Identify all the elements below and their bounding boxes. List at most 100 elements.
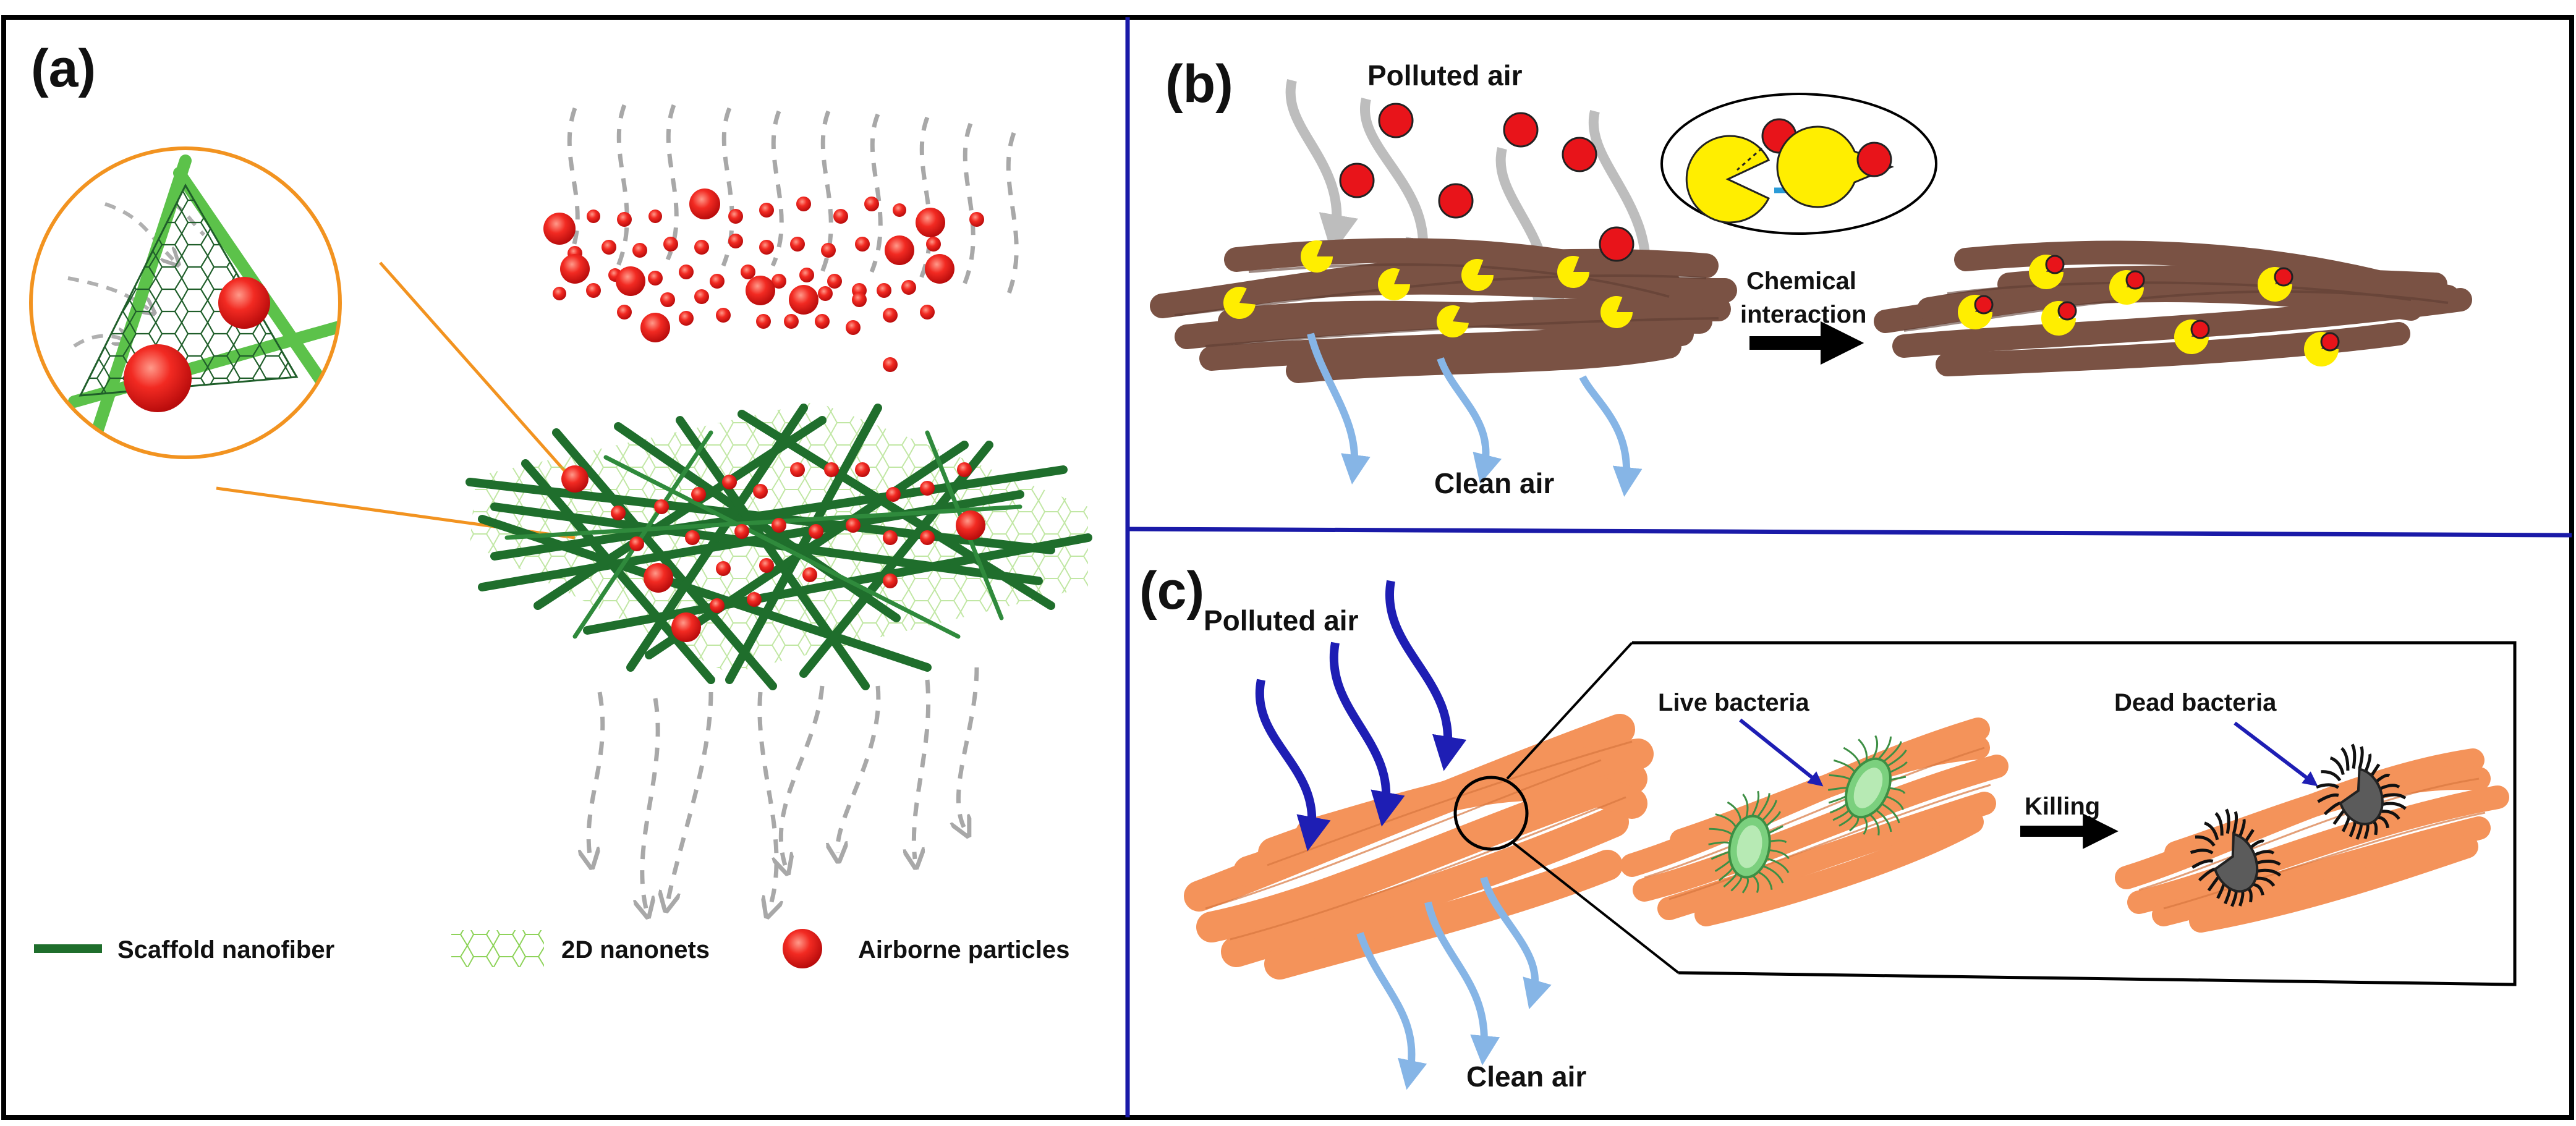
panel-a-label: (a) bbox=[31, 39, 96, 98]
dead-bacteria-label: Dead bacteria bbox=[2114, 689, 2277, 716]
airborne-particle bbox=[632, 243, 647, 258]
airborne-particle bbox=[883, 308, 898, 323]
airborne-particle bbox=[893, 203, 906, 217]
airborne-particle bbox=[916, 208, 945, 237]
polluted-particles-b bbox=[1339, 103, 1715, 262]
airborne-particle bbox=[601, 240, 616, 255]
airborne-particle bbox=[784, 314, 799, 329]
inset-box-c bbox=[1632, 641, 2517, 986]
pacman-icon bbox=[2303, 331, 2339, 366]
adsorption-sites-right bbox=[1958, 255, 2340, 366]
pacman-icon bbox=[1958, 294, 1992, 329]
airborne-particle bbox=[969, 212, 984, 227]
orange-fiber-mat-main bbox=[1184, 714, 1654, 980]
dead-bacterium bbox=[2190, 808, 2282, 907]
airborne-particle bbox=[2125, 270, 2145, 290]
airborne-particle bbox=[648, 210, 662, 223]
pacman-icon bbox=[1557, 255, 1589, 289]
pacman-icon bbox=[1378, 268, 1410, 300]
airborne-particle bbox=[864, 197, 879, 211]
airborne-particle bbox=[710, 274, 725, 289]
airborne-particle bbox=[716, 561, 731, 576]
pacman-icon bbox=[1437, 305, 1469, 338]
dead-bacteria bbox=[2190, 743, 2407, 907]
airborne-particle bbox=[920, 305, 935, 320]
polluted-air-label-b: Polluted air bbox=[1367, 59, 1523, 91]
orange-fiber-mat-live bbox=[1620, 718, 2009, 926]
airborne-particle bbox=[756, 314, 771, 329]
airborne-particle bbox=[2190, 320, 2210, 339]
panel-b-label: (b) bbox=[1165, 54, 1233, 114]
airborne-particle bbox=[1438, 183, 1474, 219]
airborne-particle bbox=[759, 558, 774, 573]
airborne-particle bbox=[640, 313, 670, 342]
airborne-particle bbox=[809, 524, 823, 539]
airborne-particle bbox=[617, 305, 632, 320]
airborne-particle bbox=[611, 506, 626, 520]
airborne-particle bbox=[2057, 301, 2077, 321]
pacman-icon bbox=[1600, 295, 1633, 328]
airborne-particle bbox=[833, 209, 848, 224]
airborne-particle bbox=[617, 212, 632, 227]
airborne-particle bbox=[846, 320, 861, 335]
airborne-particle bbox=[679, 311, 694, 326]
airborne-particle bbox=[790, 462, 805, 477]
airborne-particle bbox=[648, 271, 663, 286]
clean-air-arrows-b bbox=[1307, 332, 1643, 497]
orange-fiber-texture-dead bbox=[2138, 777, 2486, 910]
pacman-icon bbox=[1301, 240, 1333, 273]
airborne-particle bbox=[796, 197, 811, 211]
airborne-particle bbox=[920, 481, 935, 496]
airborne-particle bbox=[543, 213, 576, 245]
airborne-particle bbox=[553, 287, 566, 300]
orange-fiber-texture-live bbox=[1644, 747, 1991, 900]
airborne-particle bbox=[694, 289, 709, 304]
airborne-particle bbox=[716, 308, 731, 323]
airborne-particle bbox=[691, 487, 706, 502]
airborne-particle bbox=[741, 265, 755, 279]
airborne-particle bbox=[759, 240, 774, 255]
airborne-particle bbox=[694, 240, 709, 255]
airborne-particle bbox=[920, 530, 935, 545]
dead-bacteria-pointer bbox=[2234, 721, 2318, 787]
airborne-particle bbox=[710, 598, 725, 613]
pacman-icon bbox=[2174, 320, 2209, 354]
airborne-particle bbox=[689, 188, 720, 219]
pacman-icon bbox=[1223, 286, 1256, 319]
airborne-particle bbox=[926, 237, 941, 252]
airborne-particle bbox=[789, 285, 818, 315]
legend-scaffold-label: Scaffold nanofiber bbox=[117, 936, 334, 963]
legend-particle-swatch bbox=[783, 929, 822, 968]
nanonet-triangle bbox=[80, 185, 297, 396]
airborne-particle bbox=[815, 314, 830, 329]
airborne-particle bbox=[799, 268, 814, 282]
airborne-particle bbox=[663, 237, 678, 252]
airborne-particle bbox=[560, 254, 590, 284]
airborne-particle bbox=[728, 234, 743, 248]
airborne-particle bbox=[685, 530, 700, 545]
airborne-particle bbox=[1599, 226, 1634, 262]
airborne-particle bbox=[827, 274, 842, 289]
airborne-particle bbox=[2320, 332, 2340, 352]
live-bacteria-label: Live bacteria bbox=[1658, 689, 1809, 716]
panel-a: (a) bbox=[29, 39, 1092, 968]
airborne-particle bbox=[1974, 295, 1994, 315]
pacman-icon bbox=[2029, 255, 2064, 290]
airborne-particle bbox=[2274, 267, 2293, 287]
polluted-air-arrows-c bbox=[1255, 580, 1467, 852]
legend-nanonet-swatch bbox=[451, 930, 544, 967]
airborne-particle bbox=[855, 237, 870, 252]
dead-bacterium bbox=[2316, 743, 2407, 840]
airborne-particle bbox=[772, 518, 786, 533]
airborne-particle bbox=[883, 530, 898, 545]
polluted-air-arrows-b bbox=[1285, 79, 1667, 329]
airborne-particle bbox=[734, 524, 749, 539]
airborne-particle bbox=[644, 563, 673, 593]
airborne-particle bbox=[956, 510, 985, 540]
airborne-particle bbox=[747, 592, 762, 607]
panel-c-label: (c) bbox=[1139, 561, 1204, 620]
legend-particle-label: Airborne particles bbox=[858, 936, 1069, 963]
airborne-particle bbox=[818, 286, 833, 301]
live-bacterium bbox=[1828, 735, 1908, 836]
